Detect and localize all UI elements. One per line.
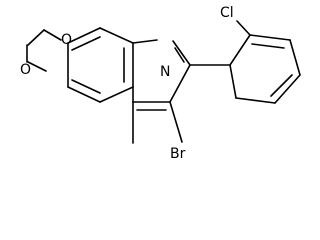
bond (249, 34, 291, 41)
bonds (26, 20, 301, 144)
bond (270, 74, 293, 97)
bond (99, 86, 134, 103)
bond (274, 74, 301, 104)
bond (99, 27, 134, 44)
bond (229, 34, 251, 66)
nitrogen-label: N (160, 64, 170, 80)
bond (67, 27, 101, 44)
molecule-drawing: O O N Cl Br (20, 5, 301, 162)
bond (289, 39, 301, 76)
bond (236, 20, 251, 36)
bond (67, 86, 101, 103)
chlorine-label: Cl (220, 5, 234, 21)
oxygen-top-label: O (61, 32, 72, 48)
bond (27, 61, 47, 72)
bond (169, 64, 191, 103)
bond (71, 36, 101, 51)
bond (27, 29, 45, 46)
oxygen-bottom-label: O (20, 62, 31, 78)
bond (71, 79, 101, 94)
bromine-label: Br (170, 146, 186, 162)
bond (251, 43, 285, 49)
chemical-structure: O O N Cl Br (20, 5, 301, 162)
bond (174, 47, 185, 63)
bond (169, 101, 183, 143)
bond (132, 39, 158, 44)
bond (235, 97, 276, 104)
bond (229, 64, 237, 99)
bond (172, 40, 191, 66)
atom-labels: O O N Cl Br (20, 5, 234, 162)
bond (43, 29, 62, 41)
